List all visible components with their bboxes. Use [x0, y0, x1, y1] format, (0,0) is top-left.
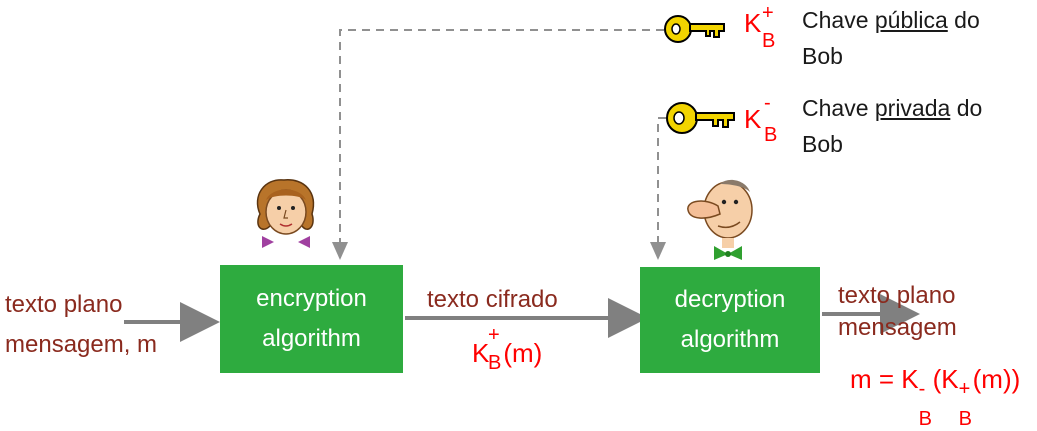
plaintext-output-label: texto plano mensagem: [838, 282, 957, 341]
ciphertext-formula: K + B (m): [472, 324, 543, 374]
public-key-description: Chave pública do Bob: [802, 7, 980, 69]
private-key-description: Chave privada do Bob: [802, 95, 983, 157]
encryption-algorithm-box: encryption algorithm: [220, 265, 403, 373]
bob-avatar: [687, 179, 753, 260]
key-icon: [664, 15, 725, 43]
private-key-dashed-line: [650, 117, 666, 260]
plaintext-input-label: texto plano mensagem, m: [5, 291, 158, 358]
decryption-formula: m = K - B (K + B (m)): [850, 364, 1021, 430]
decryption-algorithm-box: decryption algorithm: [640, 267, 820, 373]
public-key-symbol: K + B: [744, 2, 776, 52]
public-key-dashed-line: [332, 29, 664, 260]
private-key-symbol: K - B: [744, 92, 778, 146]
alice-avatar: [256, 179, 315, 248]
connector-layer: [124, 29, 920, 342]
ciphertext-label: texto cifrado: [427, 286, 558, 313]
key-icon: [666, 102, 735, 134]
